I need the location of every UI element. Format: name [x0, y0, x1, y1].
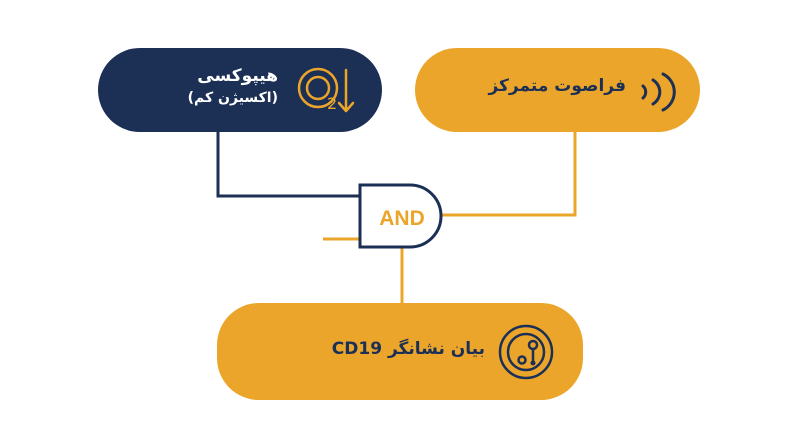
and-gate: AND — [358, 183, 443, 249]
svg-text:2: 2 — [327, 94, 337, 113]
cd19-title: بیان نشانگر CD19 — [331, 339, 485, 359]
hypoxia-node: هیپوکسی (اکسیژن کم) O2 2 — [98, 48, 382, 132]
ultrasound-to-gate-wire — [440, 130, 577, 217]
ultrasound-node: فراصوت متمرکز — [415, 48, 700, 132]
cell-icon — [498, 324, 554, 380]
cd19-output-node: بیان نشانگر CD19 — [217, 303, 583, 400]
hypoxia-label: هیپوکسی (اکسیژن کم) — [188, 64, 278, 108]
sound-waves-icon — [641, 72, 676, 112]
hypoxia-to-gate-wire — [216, 130, 372, 198]
and-gate-label: AND — [379, 207, 425, 230]
ultrasound-title: فراصوت متمرکز — [488, 76, 626, 96]
oxygen-down-icon: O2 2 — [297, 67, 355, 113]
hypoxia-title: هیپوکسی — [197, 66, 278, 86]
hypoxia-subtitle: (اکسیژن کم) — [187, 90, 278, 106]
